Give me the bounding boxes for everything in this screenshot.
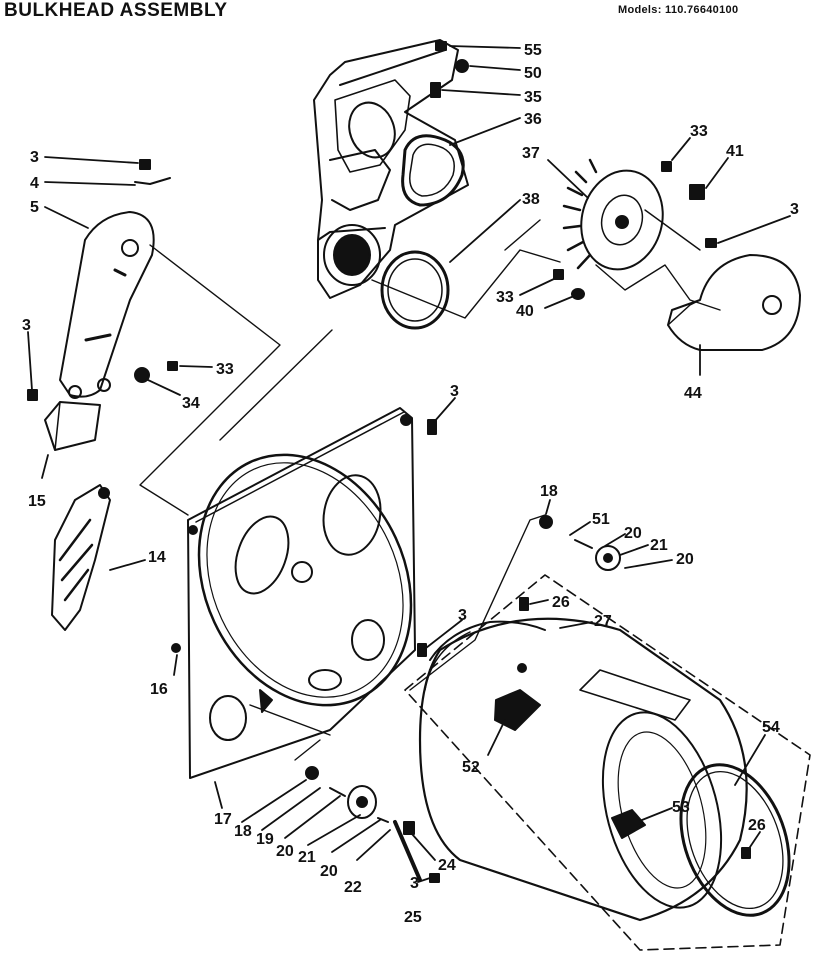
top-screws [430,41,469,98]
callout-52: 52 [462,759,480,776]
callout-21: 21 [650,537,668,554]
callout-33: 33 [216,361,234,378]
callout-4: 4 [30,175,39,192]
callout-21: 21 [298,849,316,866]
idler-bracket [59,211,155,399]
callout-17: 17 [214,811,232,828]
drum-seal-54 [679,763,791,917]
blower-housing [667,254,801,351]
drum-assembly [404,574,811,951]
callout-15: 15 [28,493,46,510]
callout-18: 18 [234,823,252,840]
callout-35: 35 [524,89,542,106]
callout-41: 41 [726,143,744,160]
callout-20: 20 [276,843,294,860]
roller-parts-upper [171,419,621,657]
callout-25: 25 [404,909,422,926]
blower-hardware [553,161,717,300]
callout-44: 44 [684,385,702,402]
callout-36: 36 [524,111,542,128]
callout-37: 37 [522,145,540,162]
blower-wheel [562,158,664,271]
callout-3: 3 [458,607,467,624]
diagram-title: BULKHEAD ASSEMBLY [4,0,228,21]
callout-3: 3 [22,317,31,334]
callout-5: 5 [30,199,39,216]
callout-3: 3 [790,201,799,218]
callout-34: 34 [182,395,200,412]
callout-leaders [27,45,791,883]
callout-3: 3 [450,383,459,400]
callout-24: 24 [438,857,456,874]
callout-16: 16 [150,681,168,698]
idler-hardware [27,159,178,401]
callout-27: 27 [594,613,612,630]
roller-parts-lower [305,766,440,883]
leader-connectors [139,209,721,761]
callout-20: 20 [624,525,642,542]
switch-14 [51,484,111,631]
gasket-36 [401,134,465,207]
callout-14: 14 [148,549,166,566]
callout-3: 3 [410,875,419,892]
callout-18: 18 [540,483,558,500]
callout-20: 20 [676,551,694,568]
bracket-15 [44,401,101,451]
callout-51: 51 [592,511,610,528]
callout-26: 26 [748,817,766,834]
callout-19: 19 [256,831,274,848]
callout-labels: 55 50 35 36 37 38 33 41 3 33 40 44 3 4 5… [22,42,799,926]
bulkhead-panel [187,407,416,779]
callout-33: 33 [496,289,514,306]
callout-26: 26 [552,594,570,611]
callout-54: 54 [762,719,780,736]
model-number: Models: 110.76640100 [618,4,739,16]
callout-38: 38 [522,191,540,208]
callout-50: 50 [524,65,542,82]
gasket-38 [380,250,450,330]
callout-53: 53 [672,799,690,816]
callout-40: 40 [516,303,534,320]
callout-55: 55 [524,42,542,59]
callout-3: 3 [30,149,39,166]
callout-33: 33 [690,123,708,140]
duct-housing [313,39,469,299]
callout-22: 22 [344,879,362,896]
callout-20: 20 [320,863,338,880]
